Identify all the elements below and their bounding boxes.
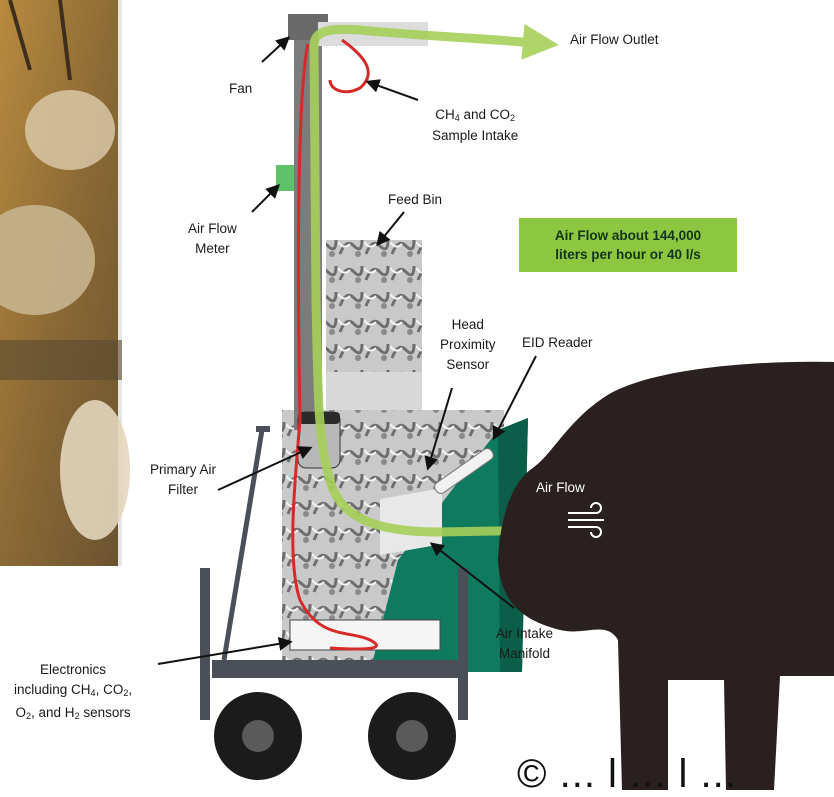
label-eid-reader: EID Reader: [522, 334, 593, 351]
label-head-proximity-sensor: Head Proximity Sensor: [440, 315, 496, 375]
fan-arrow: [262, 38, 288, 62]
label-feed-bin: Feed Bin: [388, 191, 442, 208]
air-flow-meter-arrow: [252, 186, 278, 212]
cow-silhouette: [498, 362, 834, 790]
wheel: [214, 692, 302, 780]
cropped-bottom-text: © ... l ... l ...: [517, 752, 737, 797]
feed-bin-bottom-panel: [326, 372, 422, 412]
label-air-intake-manifold: Air Intake Manifold: [496, 624, 553, 664]
label-air-flow: Air Flow: [536, 479, 585, 496]
electronics-box: [290, 620, 440, 650]
label-air-flow-meter: Air Flow Meter: [188, 219, 237, 259]
feed-bin-arrow: [378, 212, 404, 244]
air-flow-rate-callout: Air Flow about 144,000 liters per hour o…: [519, 218, 737, 272]
label-sample-intake: CH4 and CO2 Sample Intake: [432, 106, 518, 145]
label-primary-air-filter: Primary Air Filter: [150, 460, 216, 500]
wheel: [368, 692, 456, 780]
air-flow-meter: [276, 165, 294, 191]
barn-photo: [0, 0, 130, 566]
label-air-flow-outlet: Air Flow Outlet: [570, 31, 659, 48]
label-fan: Fan: [229, 80, 252, 97]
sample-intake-arrow: [368, 82, 418, 100]
label-electronics: Electronics including CH4, CO2, O2, and …: [14, 660, 132, 726]
